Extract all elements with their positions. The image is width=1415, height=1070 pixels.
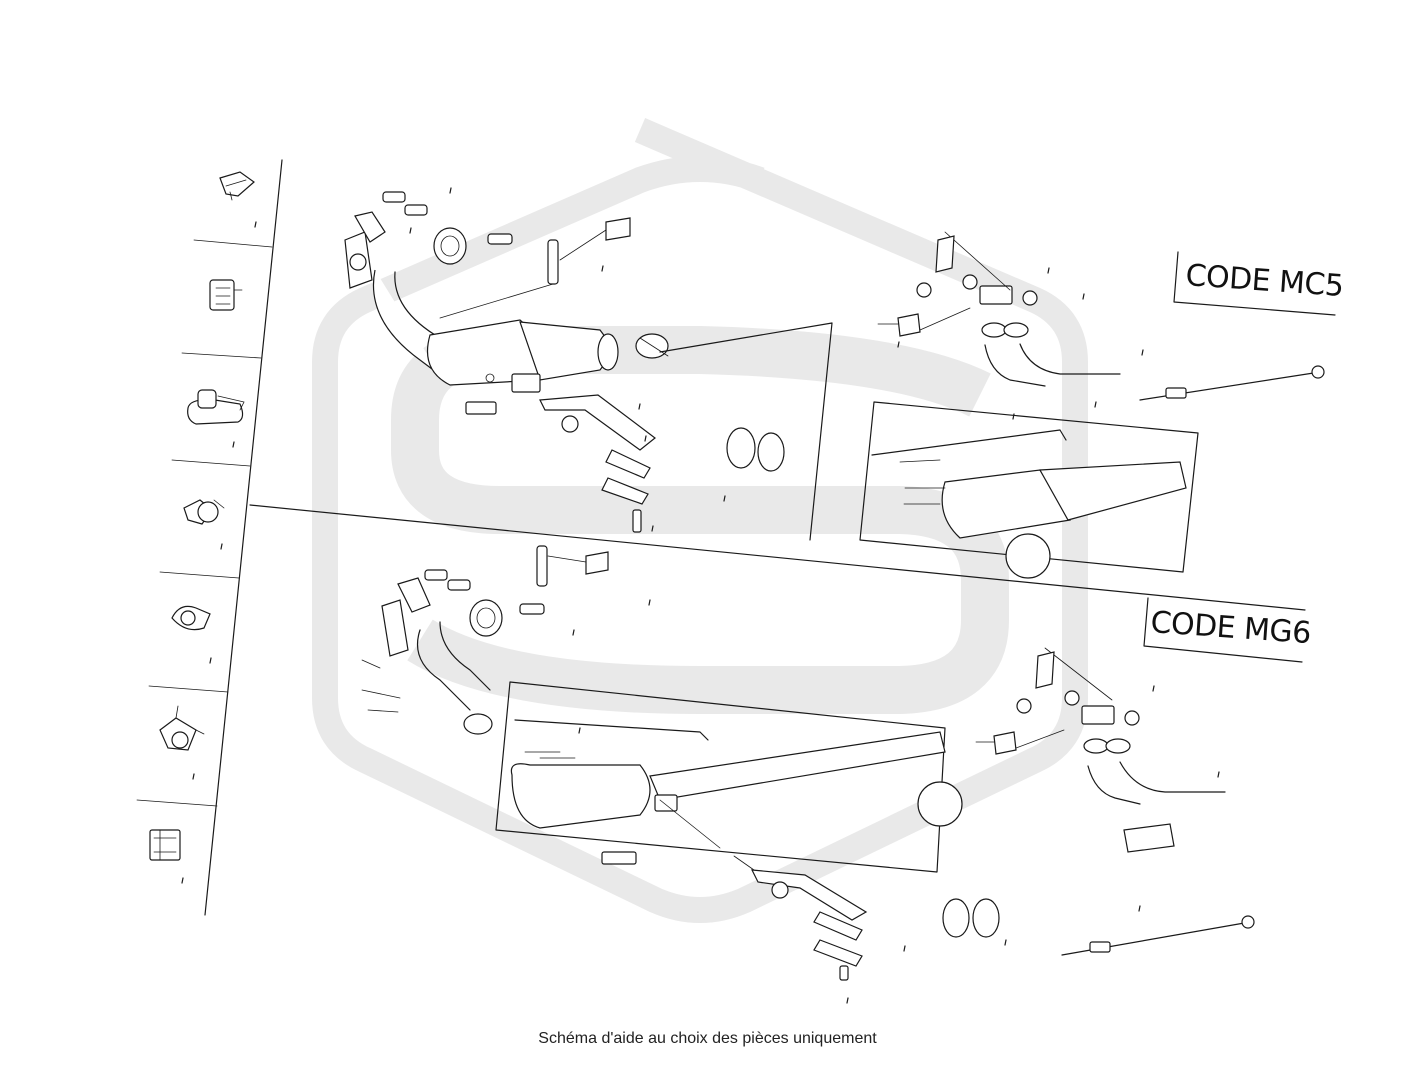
bolt-icon[interactable]: [632, 509, 642, 533]
svg-text:CODE MC5: CODE MC5: [1184, 258, 1344, 304]
lambda-sensor-icon[interactable]: [536, 545, 609, 587]
pressure-sensor-icon[interactable]: [1035, 647, 1115, 725]
bracket-icon[interactable]: [511, 373, 541, 393]
exhaust-clamp-icon[interactable]: [463, 713, 493, 735]
clip-icon[interactable]: [877, 307, 971, 337]
bracket-icon[interactable]: [171, 605, 211, 631]
temperature-sensor-icon[interactable]: [1061, 915, 1255, 956]
bolt-icon[interactable]: [839, 965, 849, 981]
nut-icon[interactable]: [1016, 690, 1140, 726]
hose-icon[interactable]: [981, 322, 1121, 387]
left-parts-column: [136, 159, 283, 916]
bracket-icon[interactable]: [1123, 823, 1175, 853]
section-separator: [249, 504, 1306, 611]
code-mc5-label: CODE MC5: [1173, 251, 1345, 316]
clip-icon[interactable]: [219, 171, 255, 201]
gasket-icon[interactable]: [469, 599, 503, 637]
clip-icon[interactable]: [601, 851, 637, 865]
clip-icon[interactable]: [975, 729, 1065, 755]
clip-icon[interactable]: [209, 279, 243, 311]
column-divider: [204, 159, 283, 916]
hose-icon[interactable]: [1083, 738, 1226, 805]
bracket-icon[interactable]: [354, 211, 386, 243]
bracket-icon[interactable]: [149, 829, 181, 861]
muffler-ring-icon[interactable]: [1005, 533, 1051, 579]
clip-icon[interactable]: [465, 401, 497, 415]
nut-icon[interactable]: [771, 881, 789, 899]
bracket-icon[interactable]: [397, 577, 431, 613]
bolt-icon[interactable]: [424, 569, 545, 615]
particle-filter-inset: [495, 681, 946, 873]
diagram-caption: Schéma d'aide au choix des pièces unique…: [538, 1030, 877, 1047]
bracket-icon[interactable]: [539, 394, 656, 451]
particle-filter-inset: [859, 401, 1199, 573]
gasket-icon[interactable]: [433, 227, 467, 265]
clip-icon[interactable]: [361, 659, 401, 713]
exhaust-clamp-icon[interactable]: [635, 333, 669, 359]
catalytic-converter-icon[interactable]: [372, 269, 619, 386]
clip-icon[interactable]: [183, 499, 225, 525]
nut-icon[interactable]: [916, 274, 1038, 306]
temperature-sensor-icon[interactable]: [1139, 365, 1325, 401]
lower-assembly: CODE MG6: [361, 545, 1312, 981]
bracket-icon[interactable]: [601, 449, 651, 505]
bolt-icon[interactable]: [382, 191, 428, 216]
nut-icon[interactable]: [561, 415, 579, 433]
flange-plate-icon[interactable]: [381, 599, 409, 657]
exhaust-pipe-icon[interactable]: [416, 621, 491, 711]
bolt-icon[interactable]: [487, 233, 513, 245]
pressure-sensor-icon[interactable]: [159, 705, 205, 751]
svg-text:CODE MG6: CODE MG6: [1149, 605, 1311, 651]
pressure-sensor-icon[interactable]: [935, 231, 1013, 305]
part-number-ticks: [181, 187, 1220, 1004]
bracket-icon[interactable]: [813, 911, 863, 967]
flange-plate-icon[interactable]: [344, 231, 373, 289]
lambda-sensor-icon[interactable]: [439, 217, 631, 319]
rubber-mount-icon[interactable]: [942, 898, 1000, 938]
muffler-ring-icon[interactable]: [917, 781, 963, 827]
leader-frame: [659, 322, 833, 541]
temperature-sensor-icon[interactable]: [187, 389, 245, 425]
rubber-mount-icon[interactable]: [726, 427, 785, 472]
